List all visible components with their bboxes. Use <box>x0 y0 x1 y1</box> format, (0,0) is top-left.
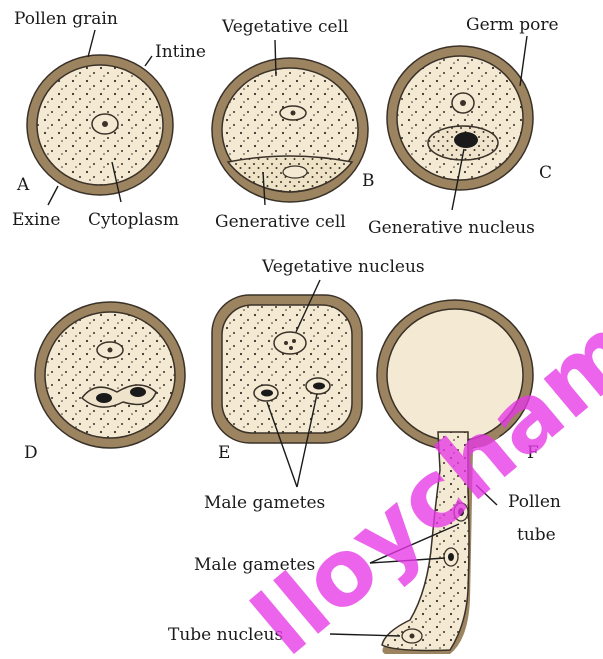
pollen-grain-e <box>212 295 362 443</box>
vegetative-nucleus-e <box>274 332 306 354</box>
label-vegetative-nucleus: Vegetative nucleus <box>261 257 425 277</box>
label-intine: Intine <box>155 42 206 62</box>
label-cytoplasm: Cytoplasm <box>88 210 179 230</box>
panel-label-a: A <box>16 175 30 195</box>
label-generative-nucleus: Generative nucleus <box>368 218 535 238</box>
pollen-grain-d <box>35 302 185 448</box>
panel-label-c: C <box>539 163 552 183</box>
label-pollen-grain: Pollen grain <box>14 9 118 29</box>
label-generative-cell: Generative cell <box>215 212 346 232</box>
label-germ-pore: Germ pore <box>466 15 559 35</box>
panel-label-b: B <box>362 171 375 191</box>
pollen-grain-b <box>212 58 368 202</box>
panel-label-e: E <box>218 443 230 463</box>
label-exine: Exine <box>12 210 60 230</box>
label-pollen-tube-line2: tube <box>517 525 556 545</box>
generative-nucleus-c <box>454 132 478 148</box>
panel-label-d: D <box>24 443 38 463</box>
label-vegetative-cell: Vegetative cell <box>221 17 348 37</box>
label-male-gametes-e: Male gametes <box>204 493 325 513</box>
pollen-grain-a <box>27 55 173 195</box>
